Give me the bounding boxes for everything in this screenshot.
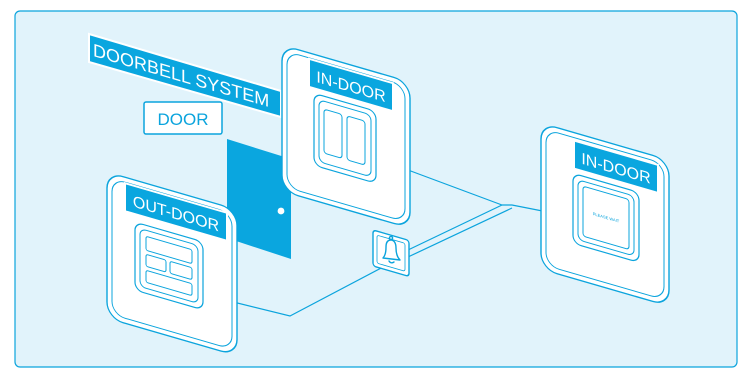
- indoor-right-bezel-inner: [577, 180, 635, 255]
- outdoor-bezel-inner: [139, 229, 199, 303]
- door: [227, 139, 291, 259]
- outdoor-label-box: [124, 181, 228, 243]
- outdoor-keypad-left: [145, 254, 167, 273]
- wire-bell-to-junction-upper: [407, 204, 503, 251]
- door-label: DOOR: [143, 101, 223, 135]
- indoor-right-screen: [582, 186, 630, 250]
- indoor-left-panel-inner: [286, 54, 406, 219]
- outdoor-keypad-right: [169, 261, 193, 280]
- indoor-unit-left: IN-DOOR: [281, 48, 411, 225]
- outdoor-keypad-top: [145, 236, 193, 264]
- door-panel: [227, 139, 291, 259]
- title-banner-shape: [88, 32, 282, 119]
- indoor-left-bezel-inner: [318, 100, 372, 176]
- indoor-left-button-2: [346, 116, 366, 165]
- indoor-left-label-box: [308, 57, 394, 113]
- indoor-unit-right: IN-DOOR PLEASE WAIT: [540, 126, 670, 303]
- door-knob: [277, 207, 285, 215]
- wire-bell-to-junction-lower: [407, 207, 513, 258]
- door-label-text: DOOR: [158, 110, 209, 129]
- outdoor-unit: OUT-DOOR: [106, 175, 238, 353]
- indoor-right-label-box: [573, 139, 659, 195]
- bell-icon: [382, 235, 401, 264]
- indoor-right-panel-inner: [545, 132, 665, 297]
- outdoor-keypad-bottom: [145, 270, 193, 296]
- wire-indoor-left-to-junction: [407, 169, 503, 206]
- door-label-box: [143, 101, 223, 135]
- indoor-left-button-1: [323, 109, 343, 159]
